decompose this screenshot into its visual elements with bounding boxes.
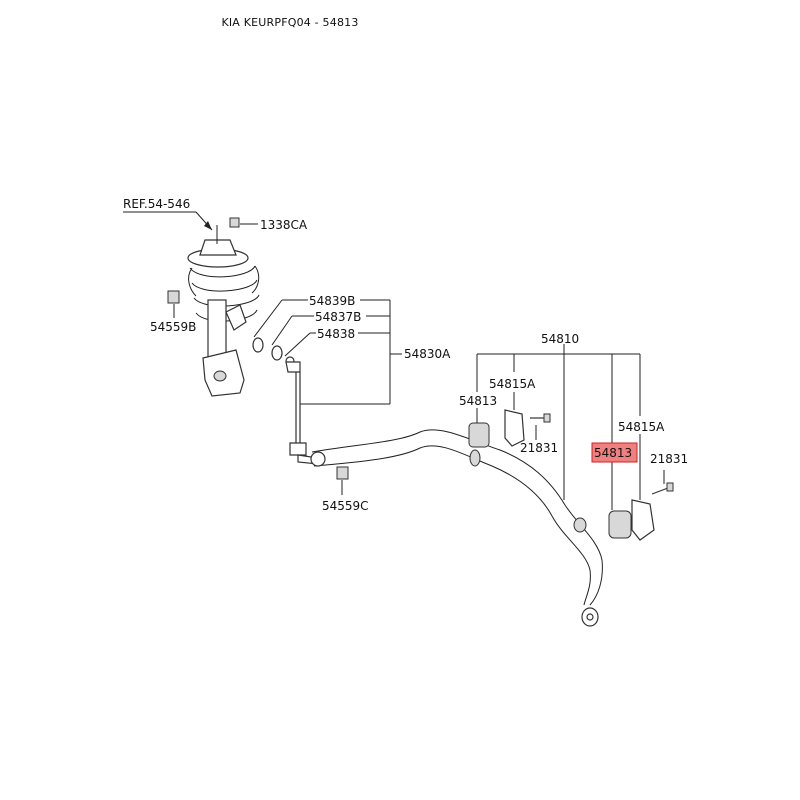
label-54838: 54838 (317, 327, 355, 341)
stabilizer-bar (310, 429, 603, 627)
nut-54559b-icon (167, 290, 180, 304)
label-54830a: 54830A (404, 347, 451, 361)
bushing-right-icon (608, 510, 632, 539)
page-title: KIA KEURPFQ04 - 54813 (221, 16, 359, 29)
label-21831-right: 21831 (650, 452, 688, 466)
nut-54559c-icon (336, 466, 349, 480)
label-ref: REF.54-546 (123, 197, 190, 211)
label-54815a-left: 54815A (489, 377, 536, 391)
label-54815a-right: 54815A (618, 420, 665, 434)
label-54813-highlighted[interactable]: 54813 (594, 446, 632, 460)
label-1338ca: 1338CA (260, 218, 308, 232)
label-54813-left: 54813 (459, 394, 497, 408)
bushing-left-icon (468, 422, 490, 448)
label-54839b: 54839B (309, 294, 355, 308)
bracket-left-icon (504, 409, 525, 447)
strut-assembly (187, 225, 260, 397)
label-54837b: 54837B (315, 310, 361, 324)
bolt-right-icon (651, 482, 674, 495)
stabilizer-link (252, 337, 319, 465)
nut-1338ca-icon (229, 217, 240, 228)
label-54559b: 54559B (150, 320, 196, 334)
label-54559c: 54559C (322, 499, 369, 513)
bolt-left-icon (530, 413, 551, 423)
highlight-box (591, 442, 638, 463)
bracket-right-icon (631, 499, 655, 541)
label-21831-left: 21831 (520, 441, 558, 455)
label-54810: 54810 (541, 332, 579, 346)
